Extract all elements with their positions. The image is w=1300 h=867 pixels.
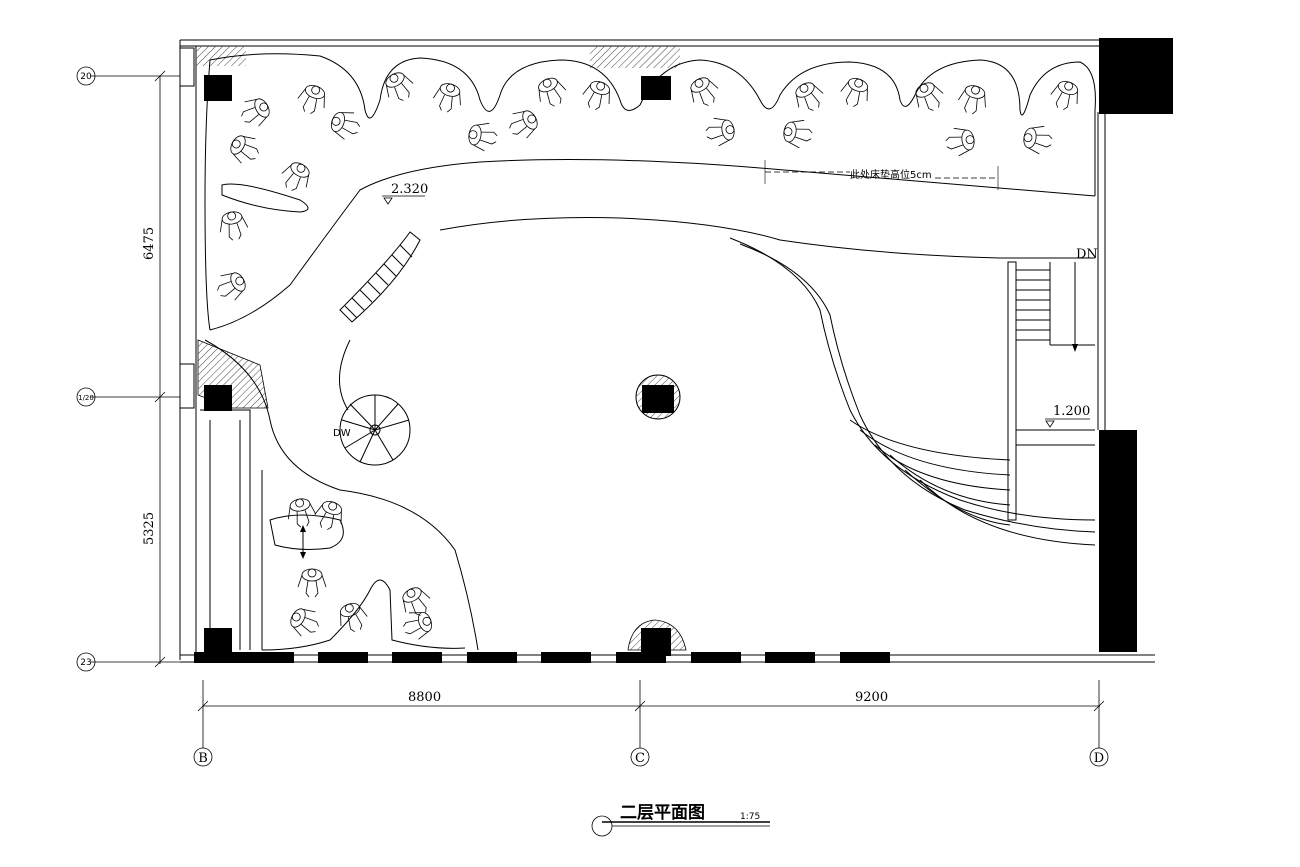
dimension-lines [90, 70, 1105, 748]
svg-text:23: 23 [80, 658, 91, 668]
svg-text:此处床垫高位5cm: 此处床垫高位5cm [850, 168, 932, 181]
dim-horizontal-left: 8800 [408, 690, 441, 705]
drawing-scale: 1:75 [740, 812, 760, 822]
bottom-window-wall [194, 652, 890, 663]
grid-axis-col-c: C [630, 747, 650, 767]
lower-left-seating [200, 409, 344, 650]
svg-text:1.200: 1.200 [1053, 404, 1090, 419]
mattress-note: 此处床垫高位5cm [764, 160, 999, 190]
hatched-walls [196, 46, 687, 651]
straight-stair [1007, 261, 1095, 521]
curved-stair-upper [339, 231, 421, 323]
dim-horizontal-right: 9200 [855, 690, 888, 705]
drawing-title-block: 二层平面图 1:75 [591, 803, 770, 837]
outer-walls [179, 39, 1155, 663]
dim-vertical-lower: 5325 [142, 512, 157, 545]
spiral-dw-label: DW [333, 428, 351, 439]
grid-axis-row-1-20: 1/20 [76, 387, 96, 407]
level-marker-lower: 1.200 [1045, 404, 1090, 428]
svg-text:20: 20 [80, 72, 92, 82]
svg-text:C: C [635, 751, 645, 766]
svg-text:2.320: 2.320 [391, 182, 428, 197]
main-platform-edge [204, 217, 1096, 651]
grid-axis-row-23: 23 [76, 652, 96, 672]
seated-figures [211, 67, 1084, 644]
upper-seating-platform [204, 53, 1096, 331]
dim-vertical-upper: 6475 [142, 227, 157, 260]
svg-text:B: B [198, 751, 208, 766]
seating-arrow-down-icon [300, 552, 306, 559]
drawing-title: 二层平面图 [620, 803, 705, 823]
stair-dn-label: DN [1076, 247, 1098, 262]
seating-arrow-up-icon [300, 525, 306, 532]
grid-axis-col-d: D [1089, 747, 1109, 767]
spiral-stair [339, 339, 411, 466]
level-marker-upper: 2.320 [382, 182, 428, 205]
grid-axis-row-20: 20 [76, 66, 96, 86]
grid-axis-col-b: B [193, 747, 213, 767]
svg-text:1/20: 1/20 [78, 394, 94, 402]
columns [204, 38, 1173, 656]
stair-arrow-icon [1072, 344, 1078, 352]
svg-text:D: D [1094, 751, 1104, 766]
